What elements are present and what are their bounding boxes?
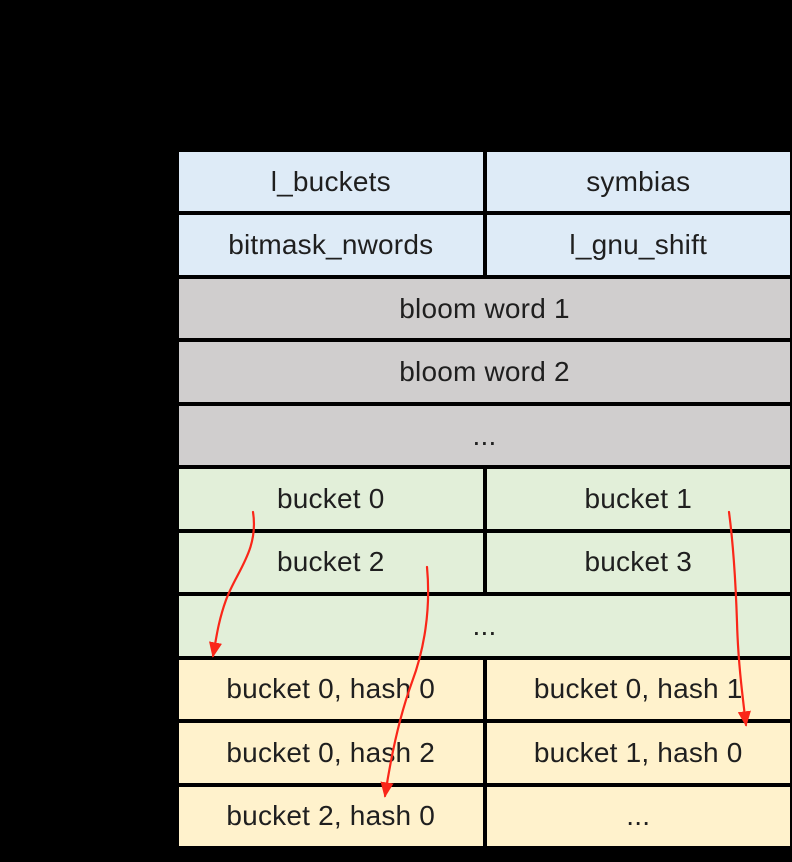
cell-bloom-ellipsis: ... [179, 405, 790, 466]
cell-chain-bucket0-hash0: bucket 0, hash 0 [179, 659, 483, 720]
cell-bucket-1: bucket 1 [486, 469, 790, 529]
cell-chain-bucket0-hash1: bucket 0, hash 1 [486, 659, 790, 720]
cell-bloom-word-1: bloom word 1 [179, 278, 790, 339]
cell-bucket-0: bucket 0 [179, 469, 483, 529]
cell-chain-bucket1-hash0: bucket 1, hash 0 [486, 723, 790, 783]
cell-bucket-3: bucket 3 [486, 532, 790, 593]
cell-bloom-word-2: bloom word 2 [179, 342, 790, 402]
cell-l-buckets: l_buckets [179, 152, 483, 212]
cell-bucket-2: bucket 2 [179, 532, 483, 593]
gnu-hash-table-diagram: l_buckets symbias bitmask_nwords l_gnu_s… [179, 152, 790, 846]
cell-symbias: symbias [486, 152, 790, 212]
cell-chain-bucket2-hash0: bucket 2, hash 0 [179, 786, 483, 846]
cell-bucket-ellipsis: ... [179, 596, 790, 656]
cell-l-gnu-shift: l_gnu_shift [486, 215, 790, 275]
cell-chain-bucket0-hash2: bucket 0, hash 2 [179, 723, 483, 783]
cell-chain-ellipsis: ... [486, 786, 790, 846]
cell-bitmask-nwords: bitmask_nwords [179, 215, 483, 275]
